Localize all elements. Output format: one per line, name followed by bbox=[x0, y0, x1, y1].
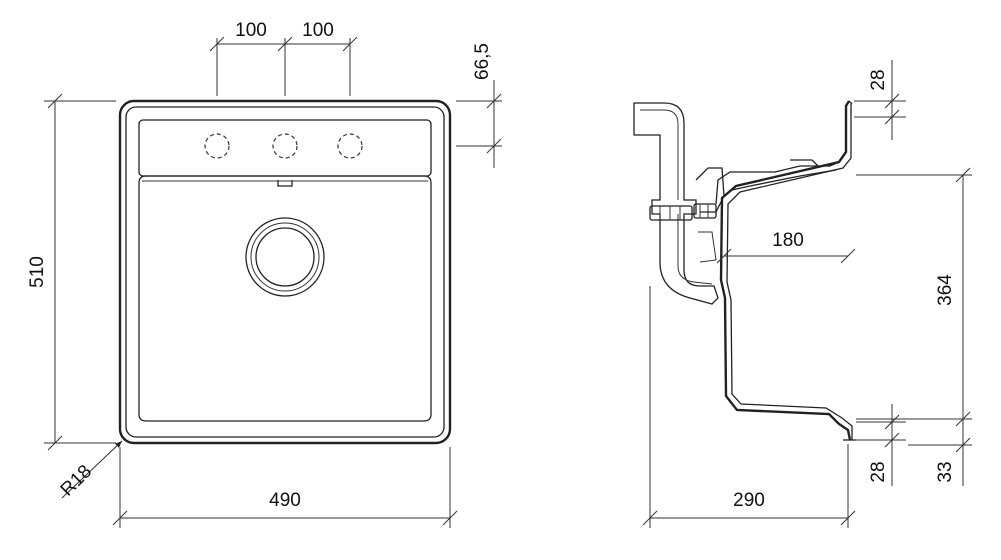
tap-hole-right-icon bbox=[337, 133, 363, 159]
tap-hole-left-icon bbox=[204, 133, 230, 159]
sink-profile-inner bbox=[726, 104, 853, 440]
bowl-overflow-slot bbox=[277, 180, 293, 187]
tap-deck bbox=[138, 119, 432, 177]
dim-corner-radius-label: R18 bbox=[57, 461, 96, 500]
overflow-pipe-inner bbox=[731, 169, 837, 191]
siphon-nut-lower bbox=[693, 203, 717, 219]
corner-radius-leader bbox=[61, 440, 123, 499]
dim-hole-offset-label: 66,5 bbox=[472, 43, 493, 80]
sink-rim-edge bbox=[848, 100, 853, 105]
dim-bowl-offset-label: 180 bbox=[772, 230, 804, 251]
overflow-pipe bbox=[715, 161, 840, 205]
drain-outer-icon bbox=[245, 217, 325, 297]
dim-hole-spacing-left-label: 100 bbox=[235, 20, 267, 41]
dim-width-label: 490 bbox=[269, 490, 301, 511]
siphon-trap bbox=[633, 102, 719, 305]
dim-rim-top-label: 28 bbox=[868, 69, 889, 90]
dim-height-label: 510 bbox=[27, 256, 48, 288]
drain-inner-icon bbox=[255, 227, 315, 287]
sink-profile-outer bbox=[719, 100, 852, 441]
dim-total-width-label: 290 bbox=[733, 490, 765, 511]
top-view: 100 100 66,5 510 490 R18 bbox=[27, 20, 502, 528]
tap-hole-center-icon bbox=[272, 133, 298, 159]
drain-middle-icon bbox=[250, 222, 320, 292]
drain-connector bbox=[695, 167, 725, 213]
sink-outer-outline bbox=[118, 99, 452, 445]
dim-hole-spacing-right-label: 100 bbox=[302, 20, 334, 41]
side-view: 28 364 180 28 33 290 bbox=[633, 60, 972, 528]
siphon-nut-upper bbox=[649, 205, 693, 221]
dim-rim-bottom-label: 28 bbox=[868, 461, 889, 482]
dim-bottom-label: 33 bbox=[935, 461, 956, 482]
sink-bowl-outline bbox=[138, 175, 432, 422]
dim-bowl-depth-label: 364 bbox=[935, 274, 956, 306]
sink-inner-rim bbox=[125, 106, 445, 438]
